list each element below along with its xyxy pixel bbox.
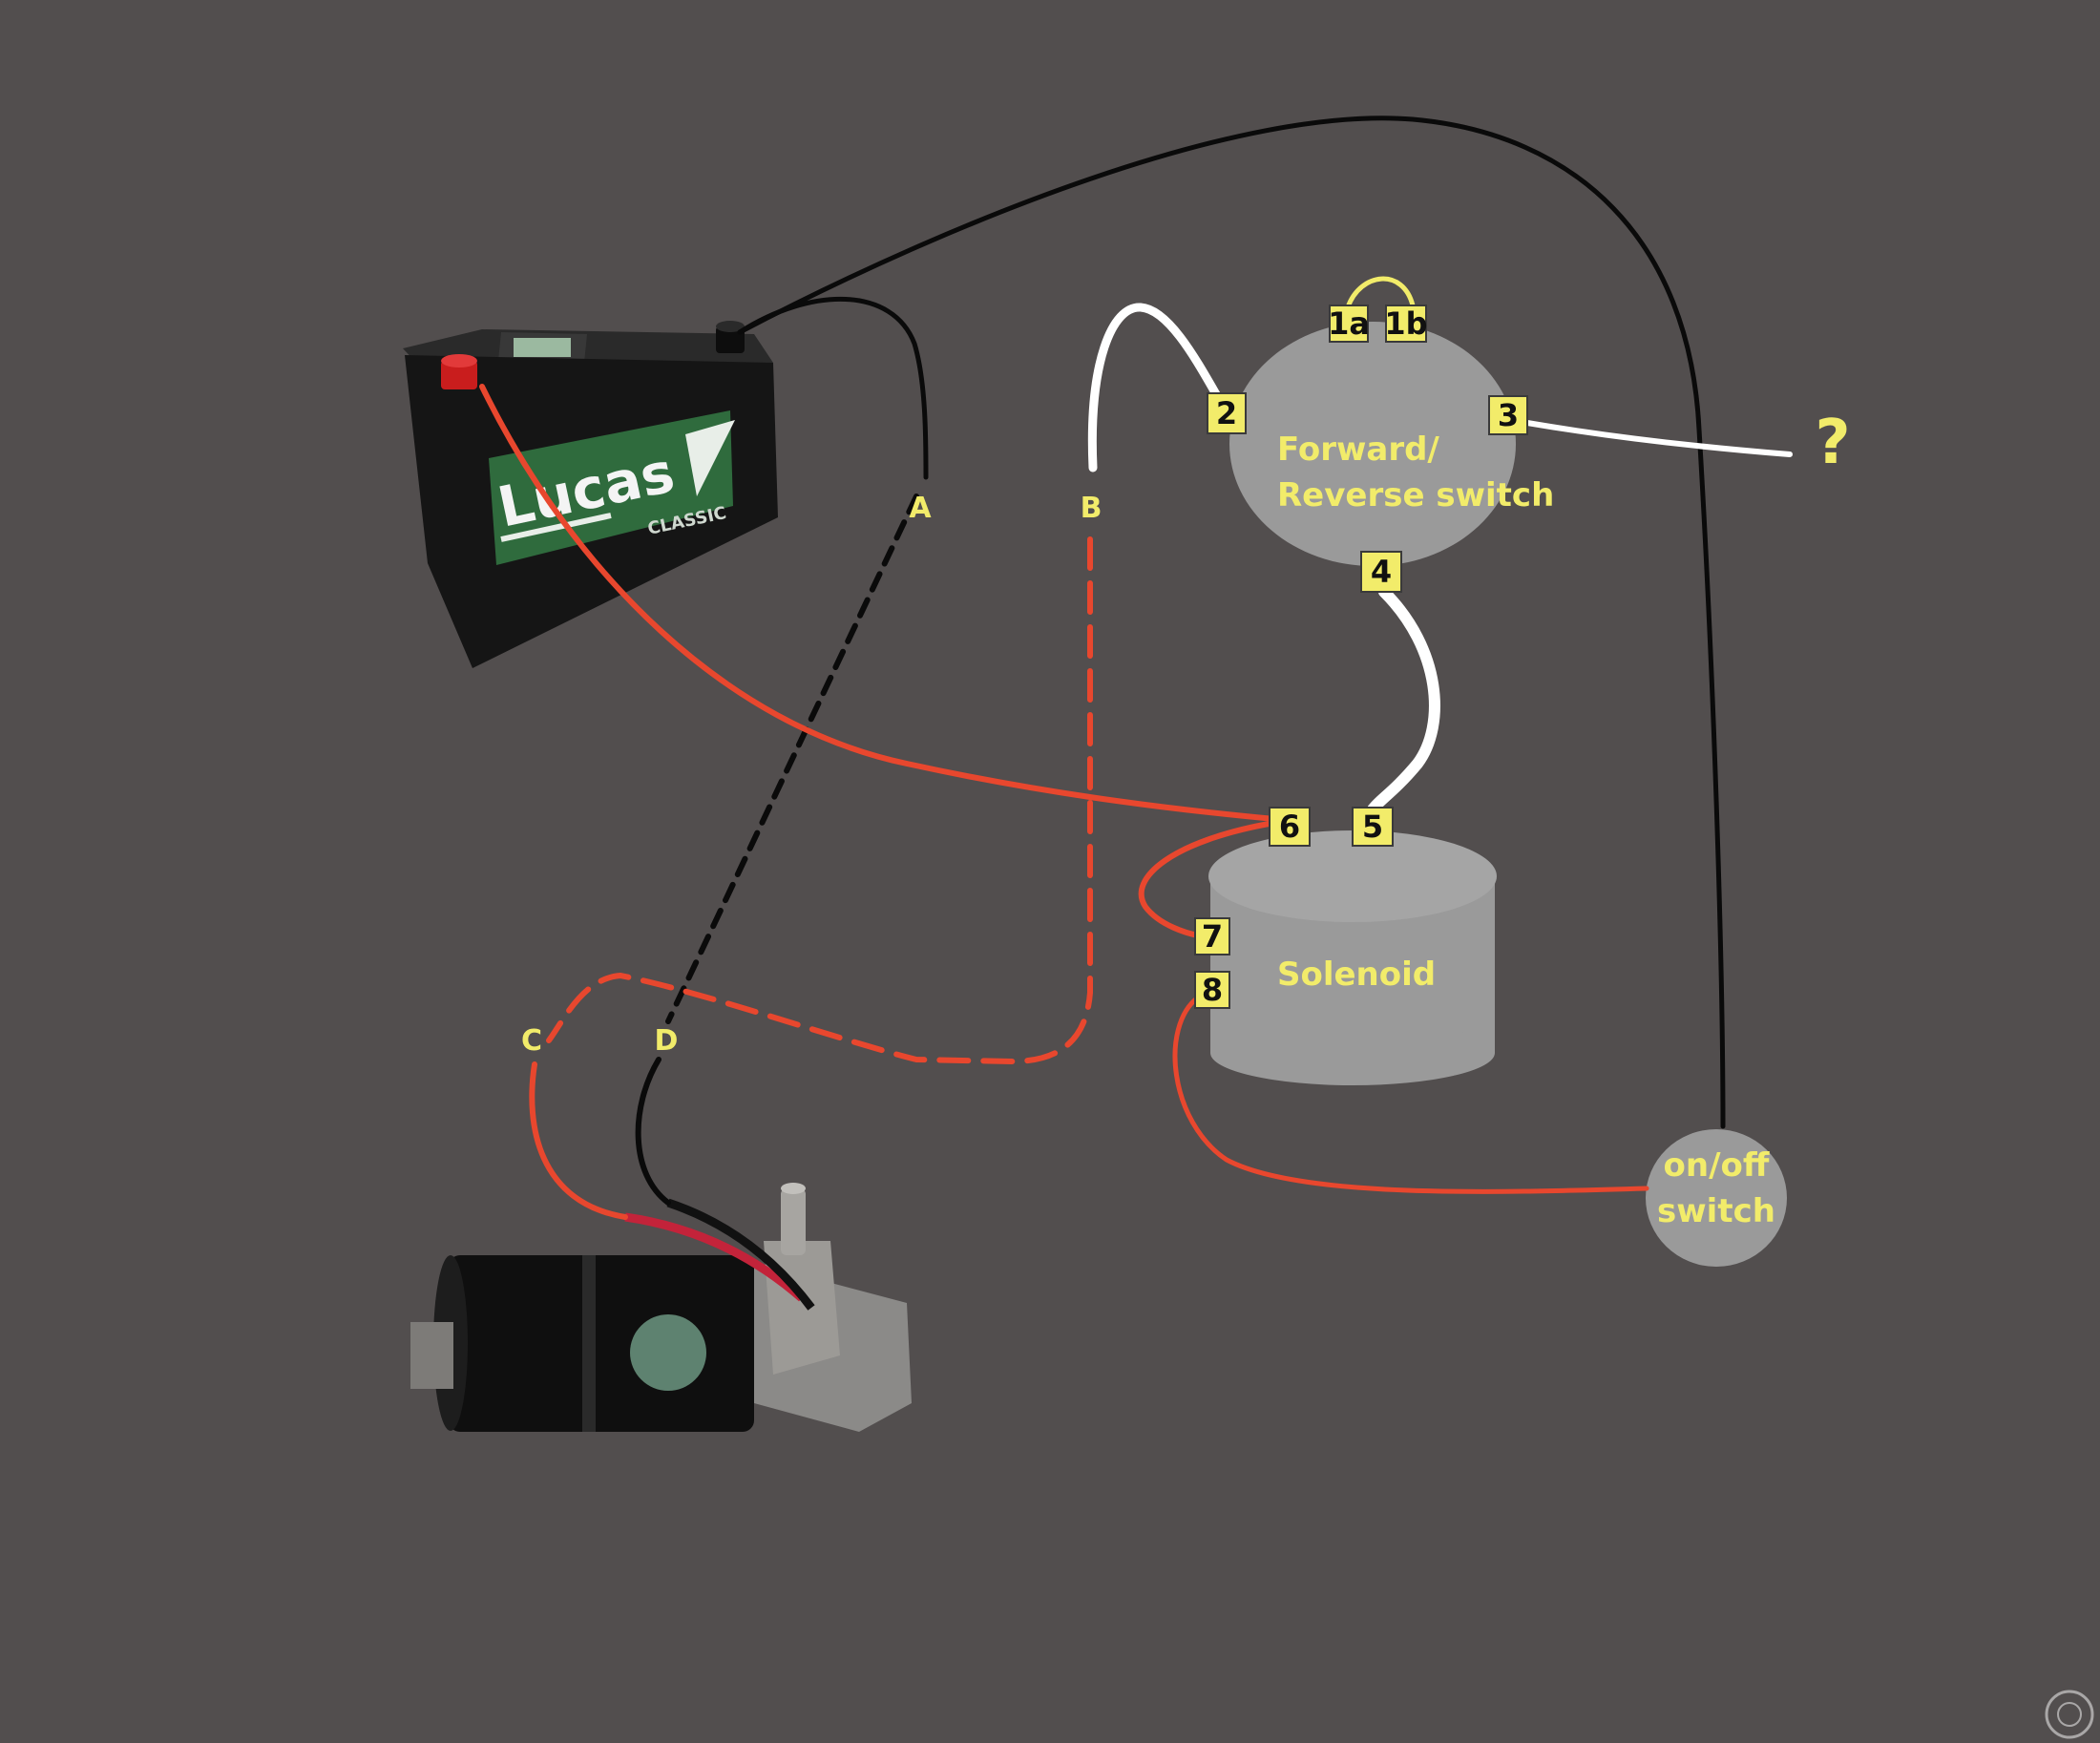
- terminal-2[interactable]: 2: [1207, 392, 1247, 434]
- terminal-1b[interactable]: 1b: [1384, 304, 1428, 343]
- terminal-8[interactable]: 8: [1194, 971, 1230, 1009]
- terminal-6[interactable]: 6: [1269, 807, 1311, 847]
- black-wire-battery-to-a[interactable]: [737, 297, 929, 480]
- solenoid-label: Solenoid: [1277, 956, 1436, 994]
- wire-label-d: D: [655, 1024, 679, 1058]
- terminal-1b-label: 1b: [1384, 305, 1427, 342]
- red-wire-battery-to-terminal-6[interactable]: [479, 384, 1277, 822]
- on-off-switch-label-line1: on/off: [1664, 1146, 1770, 1185]
- terminal-7[interactable]: 7: [1194, 917, 1230, 956]
- white-wire-b-to-terminal-2[interactable]: [1087, 303, 1225, 472]
- on-off-switch-label-line2: switch: [1657, 1192, 1775, 1230]
- yellow-jumper-1a-1b[interactable]: [1345, 276, 1416, 310]
- white-wire-terminal-3-to-unknown[interactable]: [1524, 420, 1793, 457]
- wires: [479, 116, 1793, 1220]
- forward-reverse-switch-body[interactable]: [1229, 322, 1516, 566]
- watermark-logo: [2045, 1690, 2094, 1739]
- forward-reverse-switch-label-line2: Reverse switch: [1277, 476, 1554, 514]
- black-wire-d-to-motor[interactable]: [635, 1057, 671, 1206]
- motor: [410, 1183, 912, 1432]
- battery-negative-terminal[interactable]: [716, 321, 745, 353]
- red-wire-terminal-8-to-on-off-switch[interactable]: [1172, 995, 1649, 1194]
- terminal-5-label: 5: [1362, 808, 1383, 845]
- red-wire-c-to-motor[interactable]: [529, 1061, 628, 1220]
- unknown-connection-mark: ?: [1815, 408, 1850, 478]
- terminal-3-label: 3: [1498, 397, 1519, 433]
- terminal-2-label: 2: [1216, 395, 1237, 431]
- solenoid-body[interactable]: [1208, 830, 1497, 1085]
- terminal-1a-label: 1a: [1328, 305, 1370, 342]
- on-off-switch-body[interactable]: [1646, 1129, 1787, 1267]
- terminal-3[interactable]: 3: [1488, 395, 1528, 435]
- wire-label-b: B: [1081, 492, 1102, 525]
- terminal-7-label: 7: [1202, 918, 1223, 955]
- wire-label-a: A: [909, 492, 932, 525]
- terminal-1a[interactable]: 1a: [1328, 304, 1370, 343]
- forward-reverse-switch-label-line1: Forward/: [1277, 430, 1439, 469]
- black-dashed-wire-a-to-d[interactable]: [665, 494, 919, 1024]
- black-wire-battery-to-on-off-switch[interactable]: [737, 116, 1726, 1129]
- red-dashed-wire-b-to-c[interactable]: [546, 536, 1093, 1065]
- terminal-8-label: 8: [1202, 972, 1223, 1008]
- wire-label-c: C: [521, 1024, 542, 1058]
- terminal-6-label: 6: [1279, 808, 1300, 845]
- terminal-4-label: 4: [1371, 554, 1392, 590]
- terminal-4[interactable]: 4: [1360, 551, 1402, 593]
- terminal-5[interactable]: 5: [1352, 807, 1394, 847]
- battery: Lucas CLASSIC: [403, 321, 778, 668]
- red-wire-terminal-6-to-7[interactable]: [1138, 820, 1277, 938]
- battery-positive-terminal[interactable]: [441, 354, 477, 389]
- white-wire-terminal-4-to-5[interactable]: [1367, 586, 1440, 815]
